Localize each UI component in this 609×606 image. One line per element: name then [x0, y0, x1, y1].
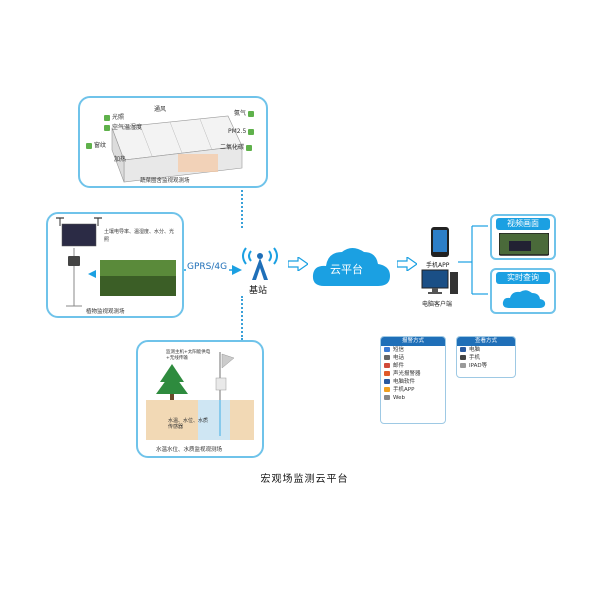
plant-desc: 土壤电导率、温湿度、水分、光照 [104, 229, 175, 243]
water-sensor-label: 水温、水位、水质传感器 [168, 418, 209, 430]
mail-icon [384, 363, 390, 368]
water-illustration [146, 352, 254, 440]
gh-label-window: 窗纹 [86, 140, 106, 149]
alarm-title: 报警方式 [381, 337, 445, 346]
cloud-icon [312, 248, 390, 286]
plant-illustration [56, 217, 176, 307]
gh-label-pm: PM2.5 [228, 128, 256, 135]
query-button[interactable]: 实时查询 [496, 272, 550, 284]
gh-label-heat: 加热 [114, 156, 127, 163]
view-title: 查看方式 [457, 337, 515, 346]
tablet-icon [460, 363, 466, 368]
video-button[interactable]: 视频画面 [496, 218, 550, 230]
water-card: 监测主机+太阳能供电+无线传输 水温、水位、水质传感器 水温水位、水质监视观测场 [136, 340, 264, 458]
antenna-icon [242, 247, 278, 280]
page-caption: 宏观场监测云平台 [260, 474, 349, 485]
greenhouse-card: 光照 空气温湿度 窗纹 通风 加热 氨气 PM2.5 二氧化碳 蔬菜圈舍监视观测… [78, 96, 268, 188]
phone-call-icon [384, 355, 390, 360]
pm-sensor-icon [248, 128, 255, 135]
view-item: 电脑 [457, 346, 515, 354]
video-panel: 视频画面 [490, 214, 556, 260]
gh-label-ammonia: 氨气 [234, 108, 256, 117]
alarm-item: 短信 [381, 346, 445, 354]
network-label: GPRS/4G [186, 262, 229, 272]
ammonia-sensor-icon [248, 110, 255, 117]
output-connector [458, 225, 488, 295]
mobile-app-icon [384, 387, 390, 392]
window-icon [86, 142, 92, 149]
greenhouse-illustration [111, 115, 243, 183]
plant-card: 土壤电导率、温湿度、水分、光照 植物监视观测场 [46, 212, 184, 318]
pc-label: 电脑客户端 [422, 301, 453, 308]
air-sensor-icon [104, 124, 110, 131]
web-icon [384, 395, 390, 400]
phone-icon [431, 227, 449, 257]
alarm-item: 声光报警器 [381, 370, 445, 378]
pc-software-icon [384, 379, 390, 384]
app-label: 手机APP [426, 262, 450, 269]
arrow-cloud-to-clients [397, 257, 417, 271]
desktop-icon [460, 347, 466, 352]
gh-label-co2: 二氧化碳 [220, 142, 254, 151]
water-title: 水温水位、水质监视观测场 [156, 447, 223, 453]
cloud-screen-icon [502, 290, 546, 308]
video-screen-icon [499, 233, 549, 256]
sms-icon [384, 347, 390, 352]
greenhouse-title: 蔬菜圈舍监视观测场 [140, 178, 190, 184]
plant-title: 植物监视观测场 [86, 309, 125, 315]
station-label: 基站 [249, 286, 268, 296]
alarm-item: 手机APP [381, 386, 445, 394]
gh-label-air: 空气温湿度 [104, 122, 142, 131]
light-sensor-icon [104, 114, 110, 121]
alarm-item: 电脑软件 [381, 378, 445, 386]
view-panel: 查看方式 电脑 手机 IPAD等 [456, 336, 516, 378]
co2-sensor-icon [246, 144, 253, 151]
water-note: 监测主机+太阳能供电+无线传输 [166, 350, 211, 361]
view-item: 手机 [457, 354, 515, 362]
siren-icon [384, 371, 390, 376]
alarm-item: 邮件 [381, 362, 445, 370]
view-item: IPAD等 [457, 362, 515, 370]
query-panel: 实时查询 [490, 268, 556, 314]
smartphone-icon [460, 355, 466, 360]
link-bottom [241, 296, 243, 340]
alarm-panel: 报警方式 短信 电话 邮件 声光报警器 电脑软件 手机APP Web [380, 336, 446, 424]
gh-label-light: 光照 [104, 112, 124, 121]
cloud-label: 云平台 [330, 263, 363, 276]
computer-icon [421, 269, 458, 294]
alarm-item: 电话 [381, 354, 445, 362]
gh-label-vent: 通风 [154, 106, 167, 113]
alarm-item: Web [381, 394, 445, 402]
link-top [241, 190, 243, 228]
arrow-station-to-cloud [288, 257, 308, 271]
